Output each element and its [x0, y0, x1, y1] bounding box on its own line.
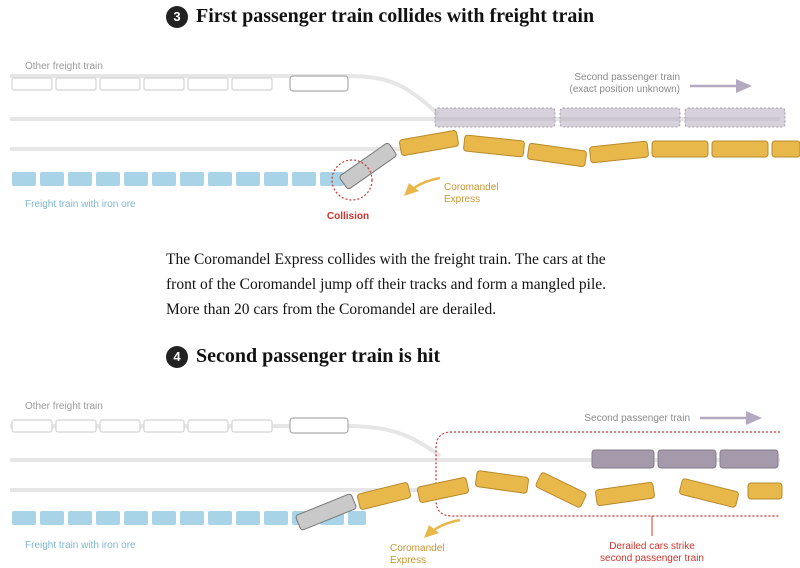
- impact-zone-outline: [435, 431, 780, 517]
- coromandel-label-1: Coromandel: [390, 543, 444, 554]
- second-passenger-train: [591, 449, 779, 469]
- step-4-number-badge: 4: [166, 345, 188, 368]
- step-3-title: First passenger train collides with frei…: [196, 5, 595, 27]
- coromandel-express-cars: [356, 470, 783, 510]
- coromandel-express-cars: [399, 130, 800, 168]
- other-freight-train: [11, 75, 349, 92]
- step-3-heading: 3 First passenger train collides with fr…: [166, 5, 594, 28]
- derailed-label-1: Derailed cars strike: [609, 541, 695, 552]
- iron-ore-label: Freight train with iron ore: [25, 540, 136, 551]
- other-freight-train: [11, 417, 349, 434]
- coromandel-engine: [295, 493, 357, 531]
- second-passenger-train: [434, 107, 786, 128]
- direction-arrow-right: [700, 411, 762, 425]
- second-passenger-label-2: (exact position unknown): [569, 84, 680, 95]
- step-4-title: Second passenger train is hit: [196, 345, 441, 367]
- collision-circle: [331, 159, 373, 201]
- other-freight-label: Other freight train: [25, 61, 103, 72]
- derailed-label-2: second passenger train: [600, 553, 704, 564]
- coromandel-label-1: Coromandel: [444, 182, 498, 193]
- step-4-heading: 4 Second passenger train is hit: [166, 345, 440, 368]
- iron-ore-freight-train: [12, 511, 366, 525]
- track-curve: [10, 74, 440, 116]
- step-3-number-badge: 3: [166, 5, 188, 28]
- step-3-description: The Coromandel Express collides with the…: [166, 251, 607, 318]
- track-curve: [10, 424, 442, 458]
- coromandel-label-2: Express: [390, 555, 426, 566]
- iron-ore-label: Freight train with iron ore: [25, 199, 136, 210]
- direction-arrow-right: [690, 79, 752, 93]
- iron-ore-freight-train: [12, 172, 344, 186]
- coromandel-direction-arrow: [424, 518, 461, 538]
- step-3-diagram: Other freight train Second passenger tra…: [10, 61, 800, 222]
- second-passenger-label-1: Second passenger train: [574, 72, 680, 83]
- coromandel-direction-arrow: [404, 176, 441, 196]
- coromandel-engine: [339, 142, 397, 190]
- second-passenger-label: Second passenger train: [584, 413, 690, 424]
- other-freight-label: Other freight train: [25, 401, 103, 412]
- collision-label: Collision: [327, 211, 369, 222]
- step-4-diagram: Other freight train Second passenger tra…: [10, 401, 783, 566]
- coromandel-label-2: Express: [444, 194, 480, 205]
